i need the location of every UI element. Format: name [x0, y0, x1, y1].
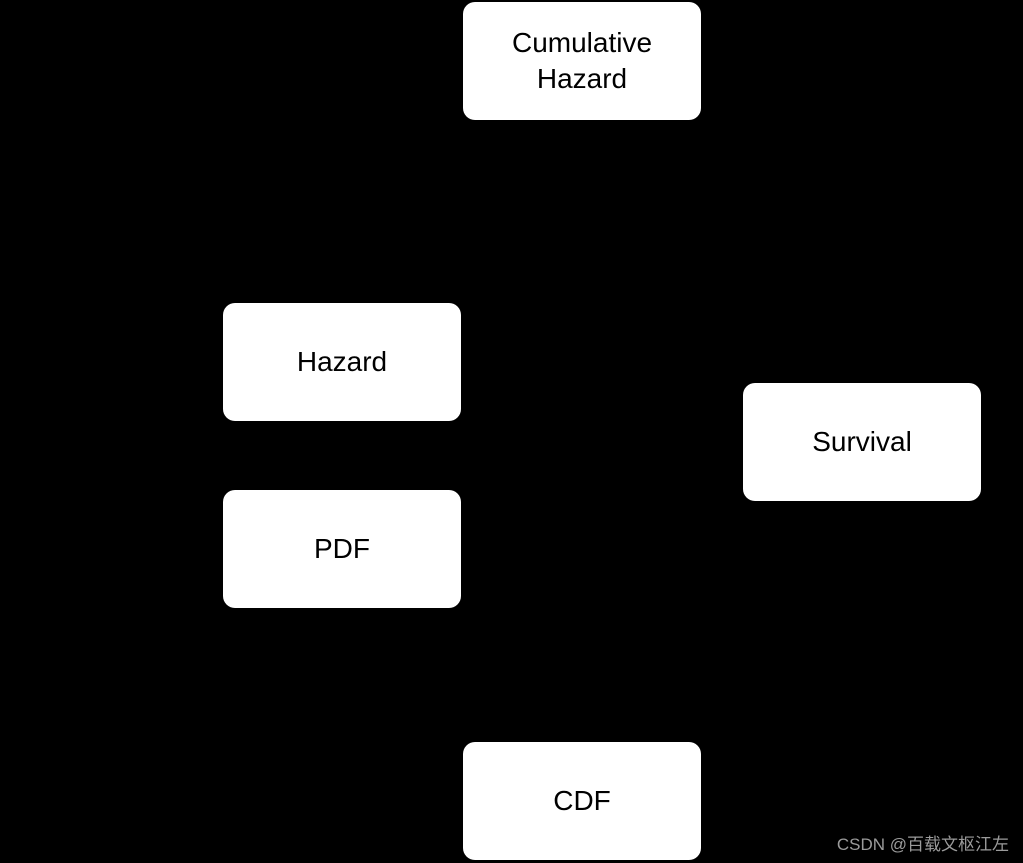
edge-pdf-to-cdf — [439, 607, 521, 743]
node-cumulative-hazard[interactable]: Cumulative Hazard — [463, 2, 701, 120]
node-survival[interactable]: Survival — [743, 383, 981, 501]
node-hazard[interactable]: Hazard — [223, 303, 461, 421]
edge-cumulative-hazard-to-survival — [679, 119, 801, 384]
watermark-text: CSDN @百载文枢江左 — [836, 835, 1009, 854]
node-hazard-label: Hazard — [296, 346, 388, 377]
edge-group — [341, 119, 811, 791]
node-cumulative-hazard-label: Cumulative Hazard — [511, 27, 653, 94]
node-survival-label: Survival — [812, 426, 912, 457]
node-cdf-label: CDF — [553, 785, 611, 816]
edge-cdf-to-survival — [699, 500, 811, 791]
edge-cumulative-hazard-to-hazard — [399, 119, 501, 304]
node-pdf-label: PDF — [314, 533, 370, 564]
node-cdf[interactable]: CDF — [463, 742, 701, 860]
node-pdf[interactable]: PDF — [223, 490, 461, 608]
